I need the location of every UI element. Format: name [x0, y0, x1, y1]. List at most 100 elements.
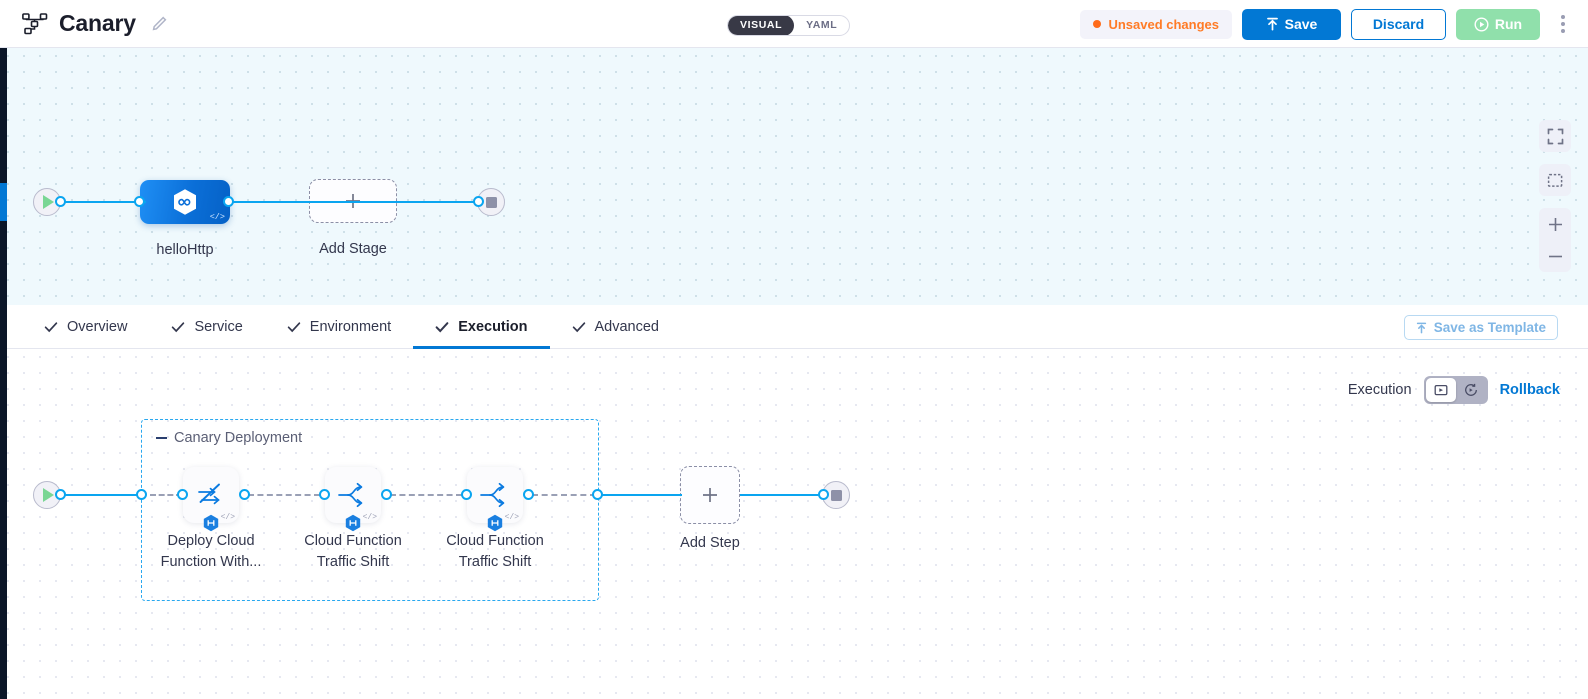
step-canvas[interactable]: Execution Rollback — [0, 349, 1588, 699]
mode-option-yaml[interactable]: YAML — [806, 19, 838, 31]
play-circle-icon — [1474, 16, 1489, 32]
tab-list: Overview Service Environment Execution — [0, 305, 681, 349]
step2-output-port[interactable] — [381, 489, 392, 500]
zoom-out-icon[interactable] — [1539, 240, 1571, 272]
step2-label: Cloud Function Traffic Shift — [304, 533, 402, 570]
page-title: Canary — [59, 10, 136, 36]
start-play-icon — [43, 488, 54, 502]
stage-canvas[interactable]: </> helloHttp Add Stage — [0, 48, 1588, 305]
step-node-traffic-shift-2[interactable]: </> — [467, 467, 523, 532]
step-group-title-label: Canary Deployment — [174, 430, 303, 446]
check-icon — [287, 320, 301, 334]
zoom-in-icon[interactable] — [1539, 208, 1571, 240]
traffic-shift-icon — [478, 482, 512, 508]
pencil-icon[interactable] — [151, 15, 168, 32]
rollback-view-icon[interactable] — [1456, 378, 1486, 402]
tab-advanced-label: Advanced — [594, 318, 660, 335]
run-button-label: Run — [1494, 16, 1523, 32]
canvas-controls — [1539, 120, 1571, 272]
kebab-menu-icon[interactable] — [1550, 9, 1576, 39]
execution-view-icon[interactable] — [1425, 378, 1456, 402]
header-actions: Unsaved changes Save Discard — [1080, 0, 1576, 48]
stage-code-badge: </> — [209, 212, 225, 222]
left-nav-rail — [0, 48, 7, 699]
edge-step1-to-step2 — [248, 494, 320, 496]
fullscreen-icon[interactable] — [1539, 120, 1571, 152]
step-group-canary-deployment[interactable]: Canary Deployment — [141, 419, 599, 601]
tab-overview-label: Overview — [67, 318, 128, 335]
app-header: Canary VISUAL YAML Unsaved changes — [0, 0, 1588, 48]
group-input-port[interactable] — [136, 489, 147, 500]
end-stop-icon — [830, 489, 842, 501]
save-button-label: Save — [1284, 16, 1318, 32]
step-node-deploy-cloud-function[interactable]: </> — [183, 467, 239, 532]
traffic-shift-icon — [336, 482, 370, 508]
step1-input-port[interactable] — [177, 489, 188, 500]
zoom-controls — [1539, 208, 1571, 272]
step-node-traffic-shift-1[interactable]: </> — [325, 467, 381, 532]
step3-output-port[interactable] — [523, 489, 534, 500]
save-as-template-button[interactable]: Save as Template — [1403, 315, 1558, 340]
config-tabs: Overview Service Environment Execution — [0, 305, 1588, 349]
stage-node-label: helloHttp — [156, 242, 214, 258]
step-module-badge-icon — [344, 514, 362, 532]
add-step-button[interactable] — [680, 466, 740, 524]
edge-stage-to-end — [228, 201, 483, 204]
visual-yaml-toggle[interactable]: VISUAL YAML — [727, 15, 851, 36]
collapse-dash-icon[interactable] — [156, 437, 167, 439]
hexagon-infinity-icon — [172, 188, 198, 216]
tab-environment-label: Environment — [309, 318, 392, 335]
deploy-no-traffic-icon — [194, 482, 228, 508]
pipeline-graph-icon — [22, 12, 48, 35]
add-step-label: Add Step — [680, 535, 740, 551]
end-input-port[interactable] — [473, 196, 484, 207]
step3-input-port[interactable] — [461, 489, 472, 500]
save-as-template-label: Save as Template — [1433, 320, 1546, 335]
stage-output-port[interactable] — [223, 196, 234, 207]
upload-arrow-icon — [1266, 17, 1279, 31]
execution-label: Execution — [1347, 382, 1412, 398]
execution-toolbar: Execution Rollback — [1348, 376, 1560, 404]
fit-to-screen-icon[interactable] — [1539, 164, 1571, 196]
discard-button-label: Discard — [1372, 16, 1425, 32]
step1-output-port[interactable] — [239, 489, 250, 500]
check-icon — [435, 320, 449, 334]
save-button[interactable]: Save — [1242, 8, 1341, 40]
check-icon — [44, 320, 58, 334]
start-play-icon — [43, 195, 54, 209]
tab-service-label: Service — [194, 318, 243, 335]
step-start-output-port[interactable] — [55, 489, 66, 500]
mode-option-visual[interactable]: VISUAL — [728, 16, 795, 35]
run-button[interactable]: Run — [1456, 8, 1540, 40]
edge-group-to-step1 — [150, 494, 182, 496]
tab-advanced[interactable]: Advanced — [550, 305, 682, 349]
add-stage-label: Add Stage — [319, 241, 387, 257]
stage-node-hellohttp[interactable]: </> — [140, 180, 230, 224]
step-module-badge-icon — [202, 514, 220, 532]
step-module-badge-icon — [486, 514, 504, 532]
edge-group-to-addstep — [600, 494, 682, 497]
step2-input-port[interactable] — [319, 489, 330, 500]
step-end-input-port[interactable] — [818, 489, 829, 500]
edge-step3-to-groupend — [532, 494, 596, 496]
upload-arrow-icon — [1416, 322, 1427, 334]
rollback-link[interactable]: Rollback — [1499, 382, 1560, 398]
edge-step2-to-step3 — [390, 494, 462, 496]
tab-service[interactable]: Service — [149, 305, 264, 349]
execution-rollback-toggle[interactable] — [1423, 376, 1488, 404]
group-output-port[interactable] — [592, 489, 603, 500]
discard-button[interactable]: Discard — [1351, 8, 1446, 40]
stage-input-port[interactable] — [134, 196, 145, 207]
header-left-group: Canary — [0, 10, 168, 37]
check-icon — [572, 320, 586, 334]
step-code-badge: </> — [220, 513, 235, 522]
status-dot-icon — [1093, 20, 1102, 28]
start-output-port[interactable] — [55, 196, 66, 207]
unsaved-changes-label: Unsaved changes — [1108, 16, 1219, 32]
tab-overview[interactable]: Overview — [22, 305, 149, 349]
tab-execution[interactable]: Execution — [413, 305, 550, 349]
edge-start-to-stage — [56, 201, 146, 204]
step3-label: Cloud Function Traffic Shift — [446, 533, 544, 570]
tab-environment[interactable]: Environment — [265, 305, 413, 349]
